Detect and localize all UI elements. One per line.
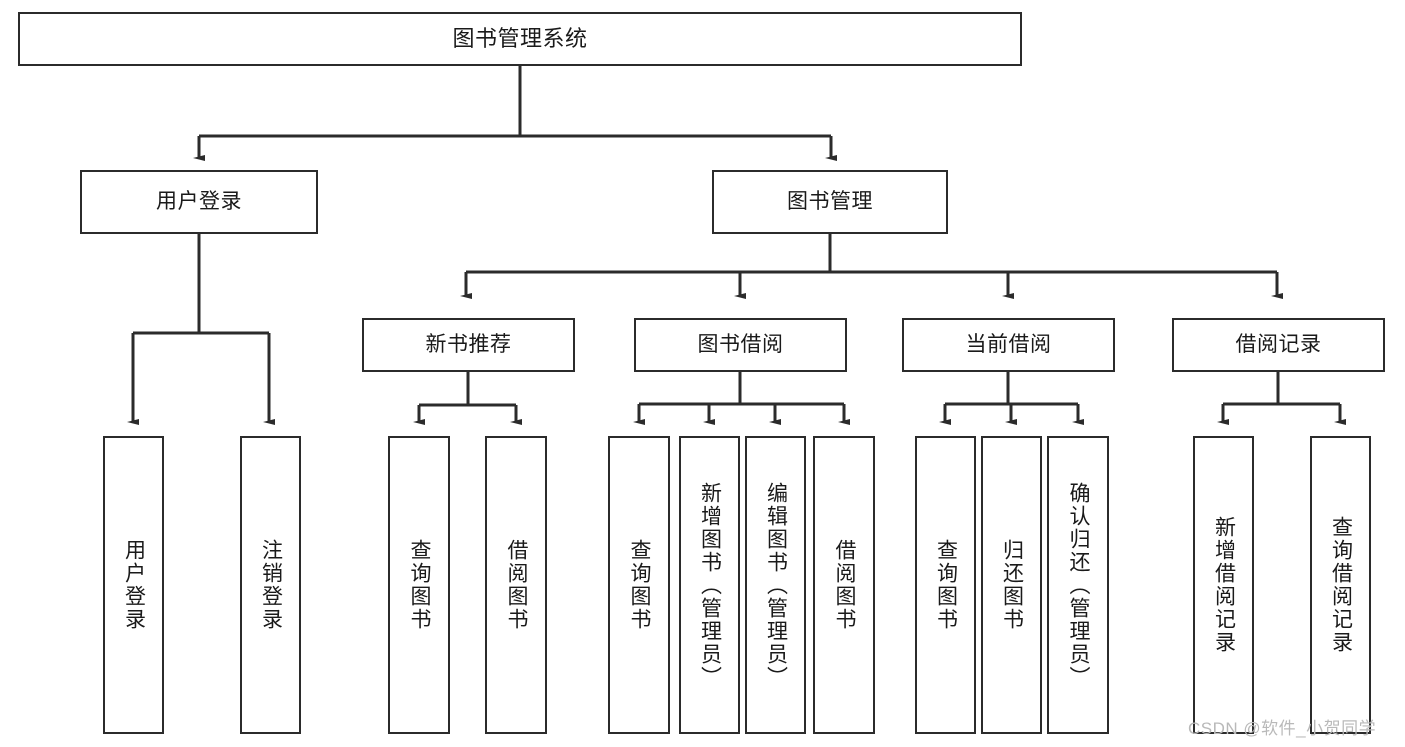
node-label: 借阅图书 [833, 539, 857, 631]
leaf-query-borrow-record[interactable]: 查询借阅记录 [1310, 436, 1371, 734]
leaf-return-book[interactable]: 归还图书 [981, 436, 1042, 734]
node-label: 借阅图书 [505, 539, 529, 631]
node-label: 注销登录 [259, 539, 283, 631]
node-label: 归还图书 [1000, 539, 1024, 631]
node-label: 新增图书（管理员） [698, 481, 722, 689]
node-label: 图书借阅 [697, 333, 784, 357]
node-label: 图书管理 [787, 190, 873, 214]
watermark-text: CSDN @软件_小贺同学 [1188, 719, 1377, 738]
node-label: 用户登录 [122, 539, 146, 631]
leaf-edit-book-admin[interactable]: 编辑图书（管理员） [745, 436, 806, 734]
node-label: 借阅记录 [1235, 333, 1322, 357]
leaf-borrow-book-recommend[interactable]: 借阅图书 [485, 436, 547, 734]
node-label: 确认归还（管理员） [1067, 481, 1091, 689]
leaf-add-borrow-record[interactable]: 新增借阅记录 [1193, 436, 1254, 734]
leaf-query-book-current[interactable]: 查询图书 [915, 436, 976, 734]
node-label: 编辑图书（管理员） [764, 481, 788, 689]
node-book-borrow[interactable]: 图书借阅 [634, 318, 847, 372]
node-new-book-recommend[interactable]: 新书推荐 [362, 318, 575, 372]
node-label: 当前借阅 [965, 333, 1052, 357]
node-label: 查询图书 [628, 539, 652, 631]
leaf-borrow-book-borrow[interactable]: 借阅图书 [813, 436, 875, 734]
node-label: 查询图书 [934, 539, 958, 631]
leaf-user-login[interactable]: 用户登录 [103, 436, 164, 734]
node-label: 新增借阅记录 [1212, 516, 1236, 654]
node-user-login[interactable]: 用户登录 [80, 170, 318, 234]
node-current-borrow[interactable]: 当前借阅 [902, 318, 1115, 372]
leaf-query-book-recommend[interactable]: 查询图书 [388, 436, 450, 734]
leaf-confirm-return-admin[interactable]: 确认归还（管理员） [1047, 436, 1109, 734]
node-borrow-record[interactable]: 借阅记录 [1172, 318, 1385, 372]
node-label: 查询图书 [408, 539, 432, 631]
node-root-book-management-system[interactable]: 图书管理系统 [18, 12, 1022, 66]
node-label: 新书推荐 [425, 333, 512, 357]
node-book-management[interactable]: 图书管理 [712, 170, 948, 234]
node-label: 图书管理系统 [452, 25, 588, 51]
leaf-query-book-borrow[interactable]: 查询图书 [608, 436, 670, 734]
node-label: 用户登录 [156, 190, 242, 214]
leaf-add-book-admin[interactable]: 新增图书（管理员） [679, 436, 740, 734]
node-label: 查询借阅记录 [1329, 516, 1353, 654]
leaf-logout-login[interactable]: 注销登录 [240, 436, 301, 734]
